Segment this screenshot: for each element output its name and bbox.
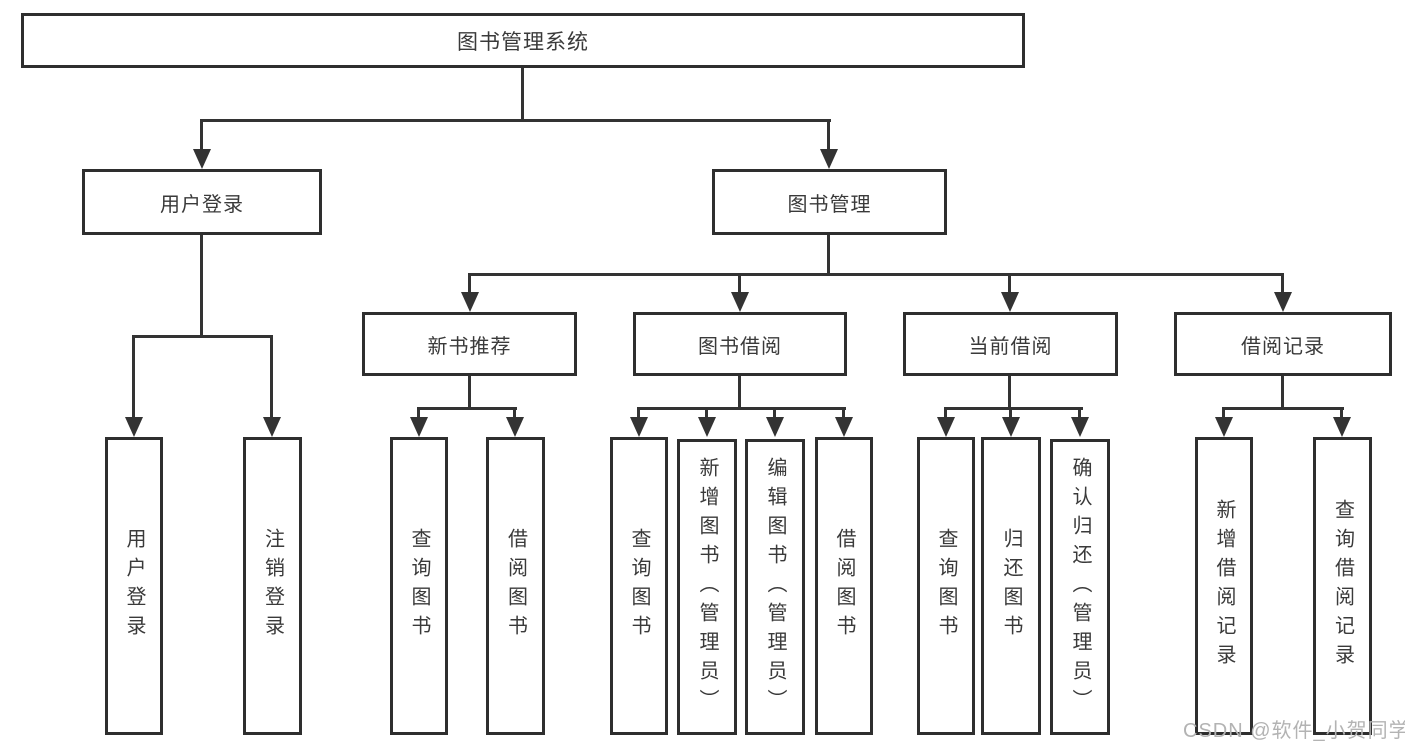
leaf-label: 确认归还（管理员）	[1069, 456, 1091, 718]
node-borrow-records: 借阅记录	[1174, 312, 1392, 376]
leaf-add-book-admin: 新增图书（管理员）	[677, 439, 737, 735]
leaf-add-borrow-record: 新增借阅记录	[1195, 437, 1253, 735]
arrow-down-icon	[820, 149, 838, 169]
arrow-down-icon	[193, 149, 211, 169]
connector-line	[468, 376, 471, 410]
leaf-query-borrow-record: 查询借阅记录	[1313, 437, 1372, 735]
arrow-down-icon	[835, 417, 853, 437]
connector-line	[200, 119, 203, 151]
connector-line	[417, 407, 517, 410]
node-root: 图书管理系统	[21, 13, 1025, 68]
connector-line	[944, 407, 1083, 410]
arrow-down-icon	[698, 417, 716, 437]
connector-line	[1281, 376, 1284, 410]
arrow-down-icon	[1274, 292, 1292, 312]
connector-line	[827, 235, 830, 276]
connector-line	[842, 407, 845, 421]
arrow-down-icon	[506, 417, 524, 437]
connector-line	[705, 407, 708, 421]
leaf-label: 注销登录	[261, 528, 284, 644]
arrow-down-icon	[263, 417, 281, 437]
connector-line	[132, 335, 135, 419]
leaf-label: 查询图书	[628, 528, 650, 644]
connector-line	[513, 407, 516, 421]
node-user-login: 用户登录	[82, 169, 322, 235]
connector-line	[521, 68, 524, 122]
watermark-text: CSDN @软件_小贺同学	[1183, 720, 1405, 742]
leaf-borrow-books-1: 借阅图书	[486, 437, 545, 735]
arrow-down-icon	[1001, 292, 1019, 312]
connector-line	[417, 407, 420, 421]
leaf-label: 归还图书	[1000, 528, 1022, 644]
leaf-borrow-books-2: 借阅图书	[815, 437, 873, 735]
connector-line	[1008, 273, 1011, 295]
leaf-query-books-1: 查询图书	[390, 437, 448, 735]
connector-line	[270, 335, 273, 419]
connector-line	[200, 119, 831, 122]
connector-line	[944, 407, 947, 421]
node-book-mgmt: 图书管理	[712, 169, 947, 235]
connector-line	[637, 407, 640, 421]
leaf-label: 查询借阅记录	[1331, 499, 1354, 673]
connector-line	[1222, 407, 1225, 421]
leaf-label: 新增图书（管理员）	[696, 456, 718, 718]
leaf-label: 新增借阅记录	[1213, 499, 1235, 673]
leaf-edit-book-admin: 编辑图书（管理员）	[745, 439, 805, 735]
arrow-down-icon	[1071, 417, 1089, 437]
connector-line	[468, 273, 471, 295]
arrow-down-icon	[1333, 417, 1351, 437]
arrow-down-icon	[937, 417, 955, 437]
connector-line	[1281, 273, 1284, 295]
leaf-label: 借阅图书	[833, 528, 855, 644]
arrow-down-icon	[461, 292, 479, 312]
arrow-down-icon	[125, 417, 143, 437]
arrow-down-icon	[410, 417, 428, 437]
leaf-query-books-3: 查询图书	[917, 437, 975, 735]
node-new-book-rec: 新书推荐	[362, 312, 577, 376]
connector-line	[132, 335, 273, 338]
node-book-borrow: 图书借阅	[633, 312, 847, 376]
leaf-confirm-return-admin: 确认归还（管理员）	[1050, 439, 1110, 735]
arrow-down-icon	[766, 417, 784, 437]
connector-line	[827, 119, 830, 151]
arrow-down-icon	[630, 417, 648, 437]
connector-line	[738, 273, 741, 295]
connector-line	[738, 376, 741, 410]
connector-line	[1009, 407, 1012, 421]
leaf-label: 用户登录	[123, 528, 145, 644]
connector-line	[1340, 407, 1343, 421]
connector-line	[1008, 376, 1011, 410]
leaf-query-books-2: 查询图书	[610, 437, 668, 735]
connector-line	[773, 407, 776, 421]
connector-line	[468, 273, 1284, 276]
leaf-user-login: 用户登录	[105, 437, 163, 735]
connector-line	[637, 407, 846, 410]
leaf-label: 查询图书	[408, 528, 430, 644]
leaf-label: 查询图书	[935, 528, 957, 644]
leaf-label: 借阅图书	[504, 528, 527, 644]
arrow-down-icon	[731, 292, 749, 312]
arrow-down-icon	[1002, 417, 1020, 437]
leaf-logout: 注销登录	[243, 437, 302, 735]
connector-line	[200, 235, 203, 338]
connector-line	[1222, 407, 1344, 410]
arrow-down-icon	[1215, 417, 1233, 437]
leaf-label: 编辑图书（管理员）	[764, 456, 786, 718]
leaf-return-book: 归还图书	[981, 437, 1041, 735]
connector-line	[1078, 407, 1081, 421]
node-current-borrow: 当前借阅	[903, 312, 1118, 376]
